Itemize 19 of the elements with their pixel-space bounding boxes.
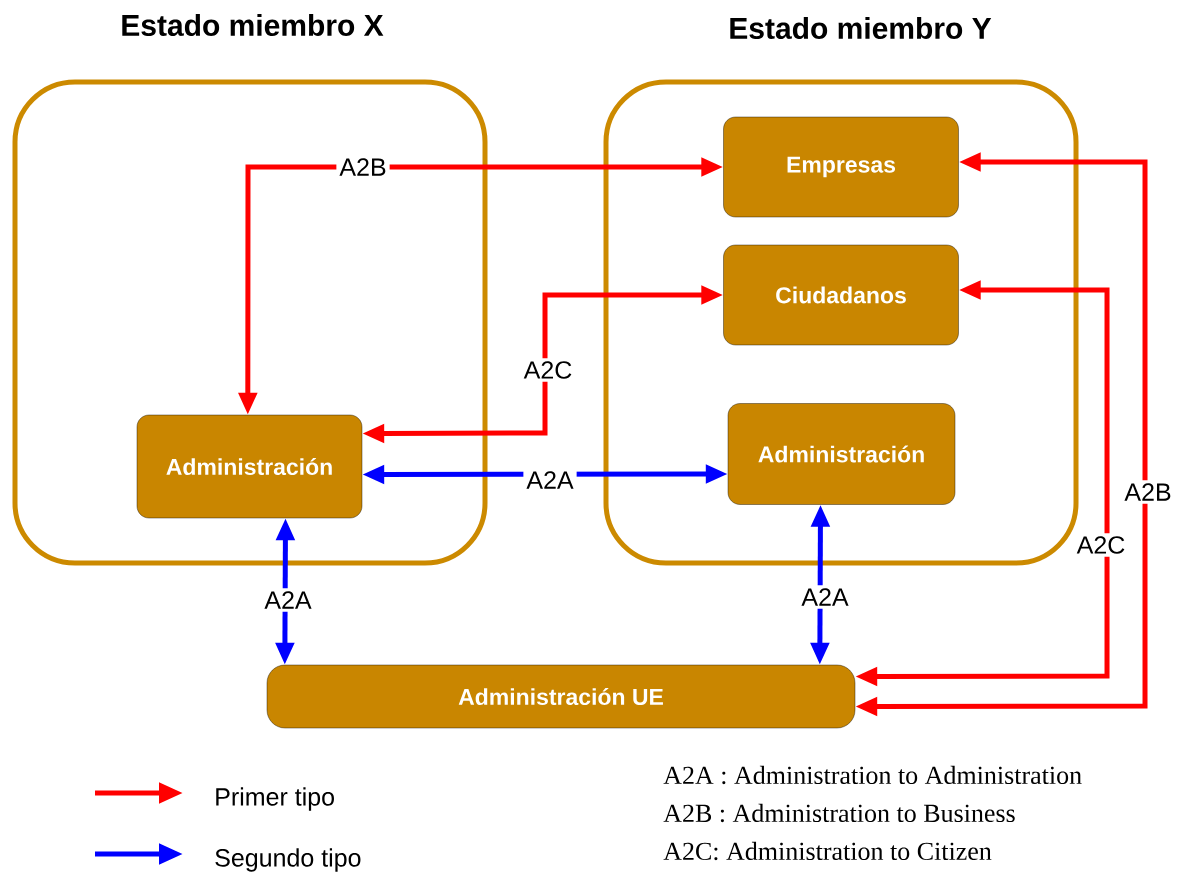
legend-text: Segundo tipo bbox=[215, 848, 361, 872]
edge-label: A2B bbox=[336, 155, 390, 179]
region-title: Estado miembro X bbox=[122, 14, 384, 36]
edge-label: A2A bbox=[261, 588, 315, 612]
edge-label: A2A bbox=[523, 468, 577, 492]
process-box: Administración bbox=[727, 403, 956, 505]
process-box: Empresas bbox=[723, 116, 959, 218]
process-box: Administración bbox=[136, 414, 363, 519]
edge-label: A2B bbox=[1121, 480, 1175, 504]
region-title: Estado miembro Y bbox=[730, 17, 992, 39]
definition-text: A2A : Administration to Administration bbox=[663, 765, 1082, 785]
process-box: Ciudadanos bbox=[723, 244, 959, 346]
definition-text: A2C: Administration to Citizen bbox=[663, 841, 992, 861]
legend-text: Primer tipo bbox=[216, 787, 334, 811]
edge-label: A2C bbox=[520, 358, 576, 382]
definition-text: A2B : Administration to Business bbox=[663, 803, 1015, 823]
process-box: Administración UE bbox=[266, 664, 856, 729]
edge-label: A2C bbox=[1073, 533, 1129, 557]
edge-label: A2A bbox=[798, 585, 852, 609]
